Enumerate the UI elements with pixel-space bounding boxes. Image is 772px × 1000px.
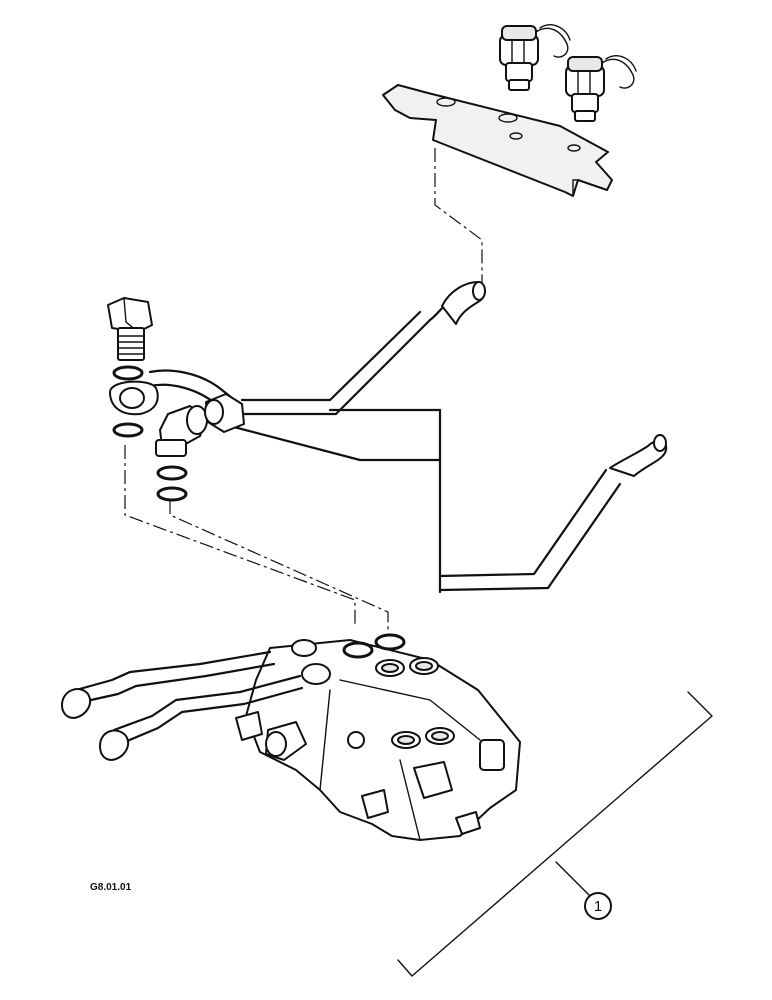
lower-hydraulic-pipe [228, 408, 668, 594]
quick-coupler-right [565, 55, 637, 122]
upper-hydraulic-pipe [148, 281, 486, 416]
elbow-fitting [155, 405, 208, 502]
pipe-union-nut [204, 393, 245, 433]
control-levers [61, 650, 304, 761]
callout-number: 1 [594, 898, 602, 915]
banjo-bolt [107, 297, 153, 361]
control-valve-block [235, 633, 521, 841]
assembly-group-bracket [397, 691, 713, 977]
banjo-washers-and-fitting [109, 365, 159, 438]
assembly-centerlines [124, 148, 483, 636]
figure-reference-code: G8.01.01 [90, 882, 132, 893]
mounting-bracket [382, 84, 613, 197]
quick-coupler-left [499, 24, 571, 91]
callout-1: 1 [584, 892, 612, 920]
